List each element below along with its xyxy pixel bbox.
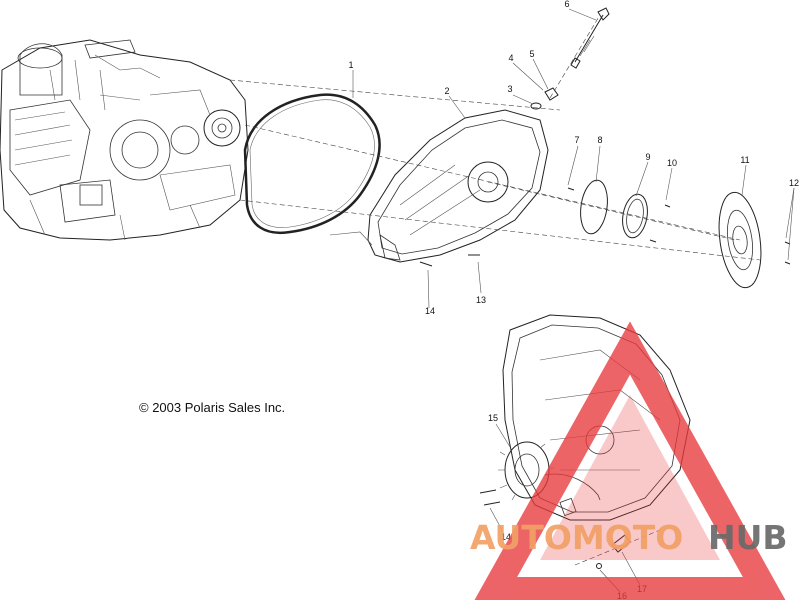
watermark-logo xyxy=(474,321,786,600)
stator-bolts xyxy=(479,489,501,506)
watermark-text-primary: AUTOMOTO xyxy=(470,518,683,557)
callout-labels: 1 2 3 4 5 6 7 8 9 10 11 12 13 14 14 15 1… xyxy=(348,0,799,600)
callout-15: 15 xyxy=(488,413,498,423)
bolts xyxy=(419,187,791,267)
callout-6: 6 xyxy=(564,0,569,9)
drive-sheave xyxy=(718,191,762,289)
washer xyxy=(530,102,542,110)
stator-cover-assembly xyxy=(502,314,691,521)
callout-11: 11 xyxy=(740,155,749,165)
callout-4: 4 xyxy=(508,53,513,63)
leader-lines xyxy=(352,8,795,593)
callout-12: 12 xyxy=(789,178,799,188)
bearing-ring xyxy=(622,193,648,239)
callout-14-bottom: 14 xyxy=(501,532,511,542)
gasket xyxy=(243,93,381,235)
callout-14-top: 14 xyxy=(425,306,435,316)
callout-13: 13 xyxy=(476,295,486,305)
callout-1: 1 xyxy=(348,60,353,70)
clutch-cover xyxy=(329,109,549,263)
callout-7: 7 xyxy=(574,135,579,145)
inspection-plug xyxy=(570,7,610,69)
callout-3: 3 xyxy=(507,84,512,94)
screw xyxy=(596,563,602,569)
callout-5: 5 xyxy=(529,49,534,59)
nut xyxy=(544,87,559,101)
clamp xyxy=(611,534,631,553)
watermark-text-secondary: HUB xyxy=(708,518,788,557)
watermark-triangle xyxy=(474,321,786,600)
copyright-notice: © 2003 Polaris Sales Inc. xyxy=(139,400,285,415)
callout-10: 10 xyxy=(667,158,677,168)
callout-9: 9 xyxy=(645,152,650,162)
callout-8: 8 xyxy=(597,135,602,145)
engine-block xyxy=(0,39,249,241)
callout-2: 2 xyxy=(444,86,449,96)
exploded-view-lines xyxy=(229,14,761,566)
